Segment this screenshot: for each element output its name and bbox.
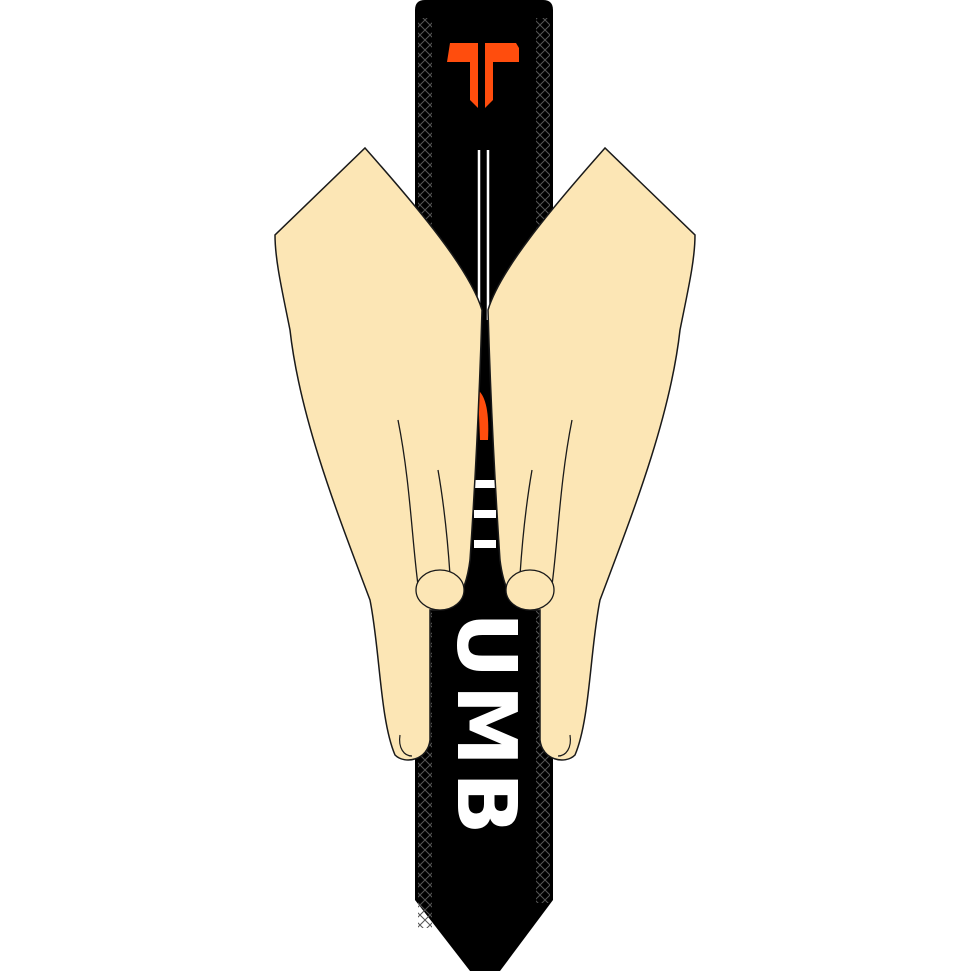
grip-white-band <box>474 540 496 548</box>
right-finger-line <box>551 419 573 586</box>
left-finger-line <box>437 469 451 576</box>
grip-white-band <box>474 510 496 518</box>
right-fingernail <box>505 569 555 611</box>
left-fingernail <box>415 569 465 611</box>
logo-t-icon <box>447 43 519 108</box>
left-finger-line <box>397 419 419 586</box>
left-hand <box>274 146 483 761</box>
right-hand <box>487 146 696 761</box>
right-finger-line <box>519 469 533 576</box>
grip-white-band <box>474 480 496 488</box>
right-thumbnail <box>557 734 571 757</box>
grip-text: UMB <box>438 612 533 841</box>
putter-grip: UMB <box>415 0 553 971</box>
grip-orange-accent <box>478 390 489 440</box>
left-thumbnail <box>399 734 413 757</box>
